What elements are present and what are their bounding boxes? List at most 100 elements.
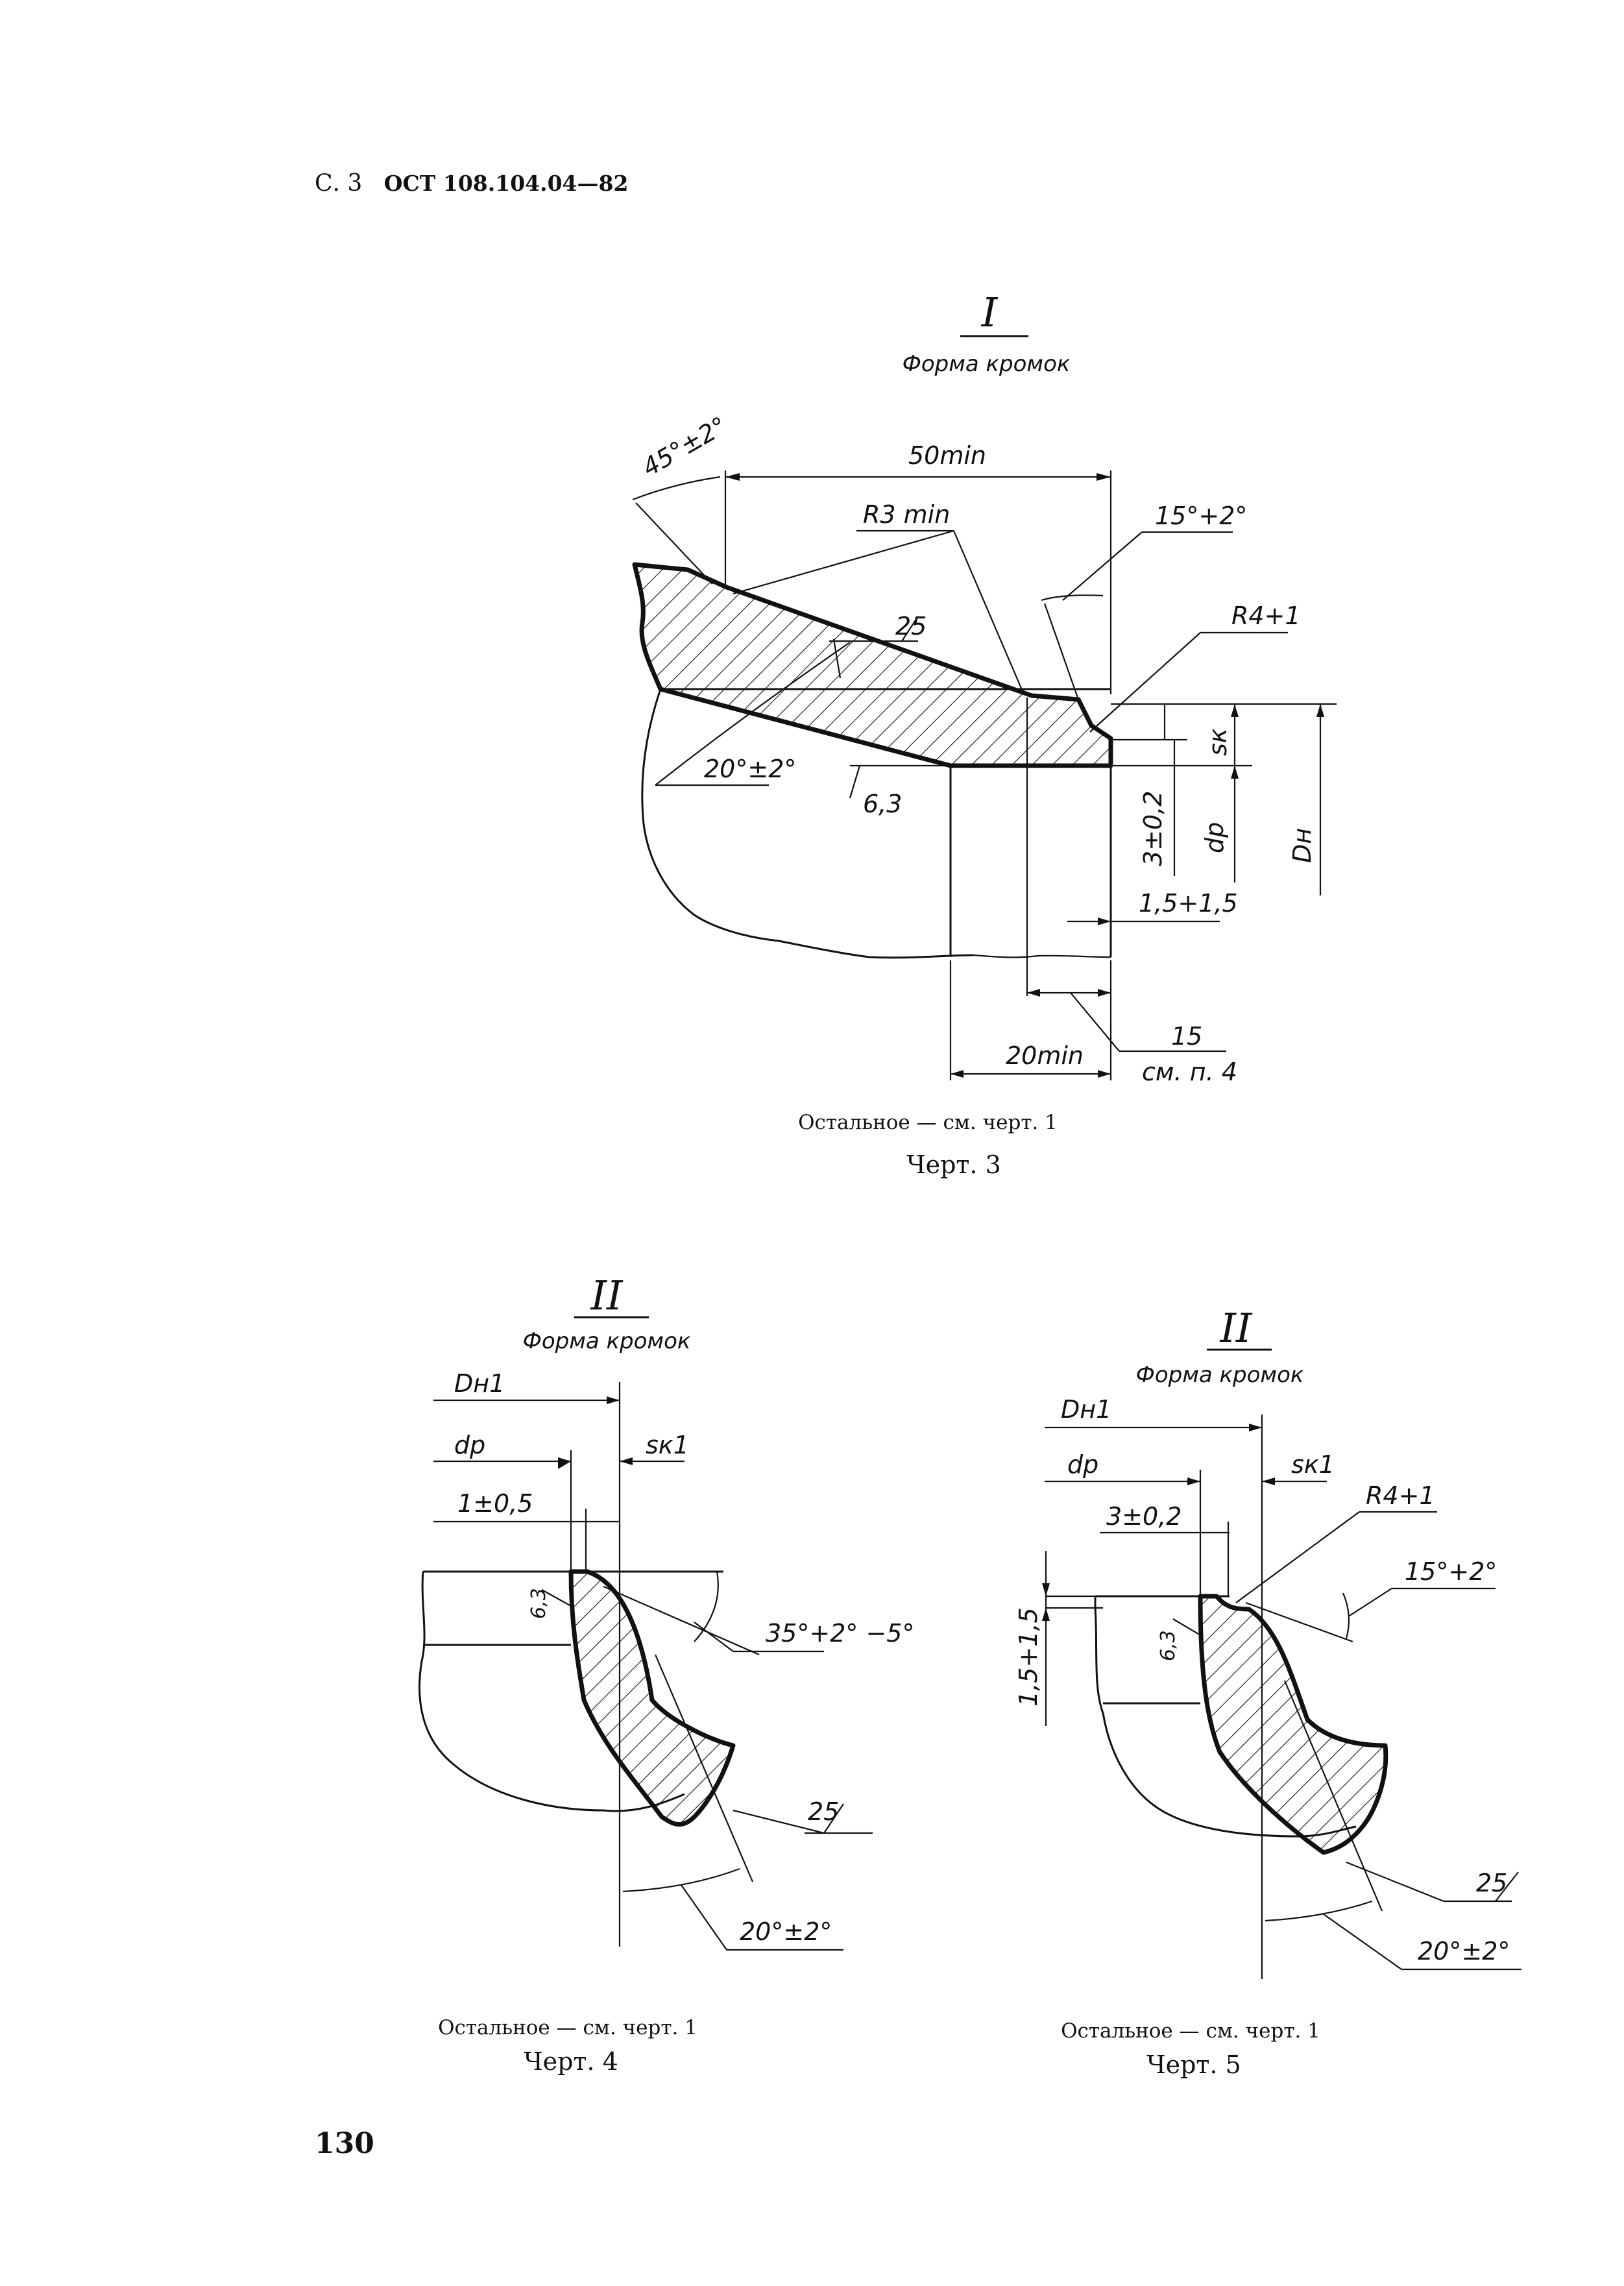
fig3-label-r3: R3 min (863, 500, 950, 529)
fig5-15-arc (1342, 1592, 1350, 1639)
fig3-r3-leader-2 (952, 530, 1025, 695)
fig4-label-sk1: sк1 (646, 1431, 689, 1459)
fig3-label-dp: dp (1200, 822, 1229, 853)
fig3-break-line-right (973, 954, 1111, 958)
fig5-arrow-dp (1187, 1477, 1200, 1485)
fig3-label-50min: 50min (908, 441, 986, 470)
fig5-label-20: 20°±2° (1418, 1937, 1510, 1965)
figure-3: I Форма кромок 50min 45°±2° R3 min (632, 289, 1337, 1179)
fig3-arrow-20l (951, 1070, 963, 1078)
fig4-35-leader (694, 1622, 734, 1652)
fig4-arrow-dn1 (607, 1396, 620, 1404)
fig3-r4-leader (1089, 632, 1201, 733)
figure-4: II Форма кромок Dн1 dp sк1 1±0,5 35°+2° … (418, 1272, 914, 2076)
fig3-20-leader (655, 642, 851, 786)
page-header: С. 3 ОСТ 108.104.04—82 (315, 170, 628, 197)
fig5-label-sk1: sк1 (1291, 1450, 1335, 1479)
fig4-roman-title: II (590, 1272, 624, 1319)
page-number: 130 (315, 2127, 374, 2160)
fig4-note: Остальное — см. черт. 1 (438, 2016, 697, 2039)
fig3-rough25-tick (901, 616, 919, 642)
fig4-label-63: 6,3 (527, 1588, 550, 1619)
fig5-label-dn1: Dн1 (1061, 1395, 1111, 1424)
fig3-label-sk: sк (1204, 728, 1232, 756)
fig5-label-3: 3±0,2 (1106, 1502, 1182, 1531)
fig3-arrow-50l (725, 473, 740, 481)
fig4-20-arc (622, 1867, 740, 1893)
fig5-label-dp: dp (1067, 1450, 1098, 1479)
fig5-rough25-tick (1495, 1871, 1519, 1902)
fig3-label-20deg: 20°±2° (704, 755, 796, 783)
fig5-20-line (1283, 1680, 1383, 1912)
page-label: С. 3 (315, 170, 363, 197)
fig5-arrow-dn1 (1249, 1424, 1262, 1431)
fig4-arrow-dp (558, 1457, 571, 1469)
fig3-leader-45 (635, 502, 713, 585)
fig5-20-arc (1265, 1900, 1373, 1922)
fig4-label-dp: dp (454, 1431, 485, 1459)
fig3-label-15: 15 (1171, 1022, 1202, 1051)
fig4-caption: Черт. 4 (524, 2047, 618, 2076)
fig4-label-1: 1±0,5 (457, 1489, 533, 1518)
fig3-label-25: 25 (895, 612, 927, 640)
fig4-label-20: 20°±2° (740, 1917, 832, 1946)
fig5-arrow-sk1 (1262, 1477, 1275, 1485)
fig4-subtitle: Форма кромок (523, 1328, 691, 1354)
fig4-rough63 (541, 1570, 572, 1607)
fig3-15-arc (1041, 594, 1104, 602)
fig3-thickness-dim (832, 638, 842, 679)
fig3-arrow-50r (1097, 473, 1111, 481)
fig3-arc-45 (632, 476, 721, 501)
fig4-rough25-tick (823, 1803, 844, 1834)
fig3-note: Остальное — см. черт. 1 (798, 1111, 1058, 1134)
fig3-label-63: 6,3 (863, 790, 902, 818)
fig3-label-15b: 1,5+1,5 (1139, 889, 1238, 918)
fig3-arrow-dn (1316, 704, 1324, 717)
fig3-label-15deg: 15°+2° (1155, 502, 1247, 530)
fig3-arrow-20r (1098, 1070, 1111, 1078)
standard-code: ОСТ 108.104.04—82 (383, 171, 629, 196)
fig4-body-outline (418, 1571, 685, 1812)
fig3-label-ref: см. п. 4 (1142, 1058, 1237, 1086)
fig3-label-3: 3±0,2 (1139, 791, 1167, 866)
fig3-arrow-15l (1027, 989, 1040, 997)
fig3-roman-title: I (981, 289, 999, 336)
fig5-rough63 (1172, 1596, 1202, 1636)
fig3-subtitle: Форма кромок (903, 351, 1071, 377)
fig4-arrow-sk1 (620, 1457, 633, 1465)
fig3-rough63-tick (849, 765, 861, 799)
fig5-arrow-15a (1042, 1583, 1050, 1596)
fig4-label-25: 25 (808, 1797, 839, 1826)
fig5-15-line (1245, 1601, 1353, 1643)
fig3-hatched-section (632, 562, 1113, 768)
fig5-caption: Черт. 5 (1146, 2050, 1241, 2079)
fig3-arrow-15b (1098, 918, 1111, 925)
fig5-hatched-section (1198, 1594, 1388, 1855)
fig4-35-line (603, 1585, 760, 1656)
fig5-subtitle: Форма кромок (1136, 1362, 1304, 1388)
fig5-arrow-15b (1042, 1608, 1050, 1621)
fig3-15-line (1043, 603, 1080, 700)
fig5-15-leader (1349, 1588, 1392, 1616)
fig3-label-dn: Dн (1288, 828, 1316, 863)
fig5-note: Остальное — см. черт. 1 (1061, 2019, 1320, 2043)
fig4-rough25-leader (733, 1809, 825, 1834)
fig4-label-dn1: Dн1 (454, 1369, 505, 1398)
fig5-label-15deg: 15°+2° (1405, 1557, 1497, 1586)
fig5-label-15: 1,5+1,5 (1014, 1607, 1043, 1707)
fig5-20-leader (1323, 1914, 1402, 1970)
fig3-arrow-15r (1098, 989, 1111, 997)
fig3-label-20min: 20min (1006, 1041, 1084, 1070)
fig5-r4-leader (1235, 1511, 1360, 1603)
fig3-body-outline (641, 688, 974, 959)
fig4-hatched-section (568, 1569, 736, 1827)
fig4-label-35: 35°+2° −5° (766, 1619, 914, 1648)
fig5-label-r4: R4+1 (1366, 1481, 1435, 1510)
fig3-caption: Черт. 3 (906, 1150, 1001, 1179)
fig3-arrow-sk (1231, 704, 1239, 717)
fig3-label-45: 45°±2° (638, 411, 732, 482)
fig5-label-63: 6,3 (1157, 1630, 1180, 1661)
figure-5: II Форма кромок Dн1 dp sк1 3±0,2 R4+1 15… (1014, 1304, 1521, 2079)
fig3-r3-leader-1 (733, 529, 954, 595)
